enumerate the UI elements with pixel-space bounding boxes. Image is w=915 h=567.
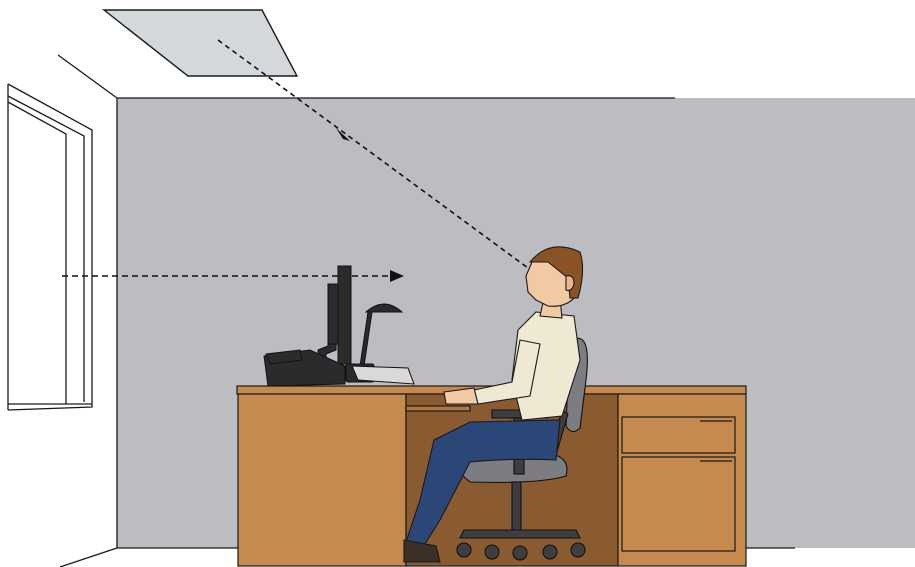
monitor-screen <box>338 266 351 364</box>
ceiling-light-icon <box>104 10 297 76</box>
caster <box>513 546 527 560</box>
caster <box>457 543 471 557</box>
ceiling-corner-edge <box>58 55 117 98</box>
monitor-back <box>328 284 338 344</box>
person-ear <box>566 276 574 291</box>
window-sash <box>8 102 66 404</box>
keyboard-tray <box>406 406 470 411</box>
floor-corner-edge <box>60 548 117 567</box>
chair-base <box>460 530 580 538</box>
desk-left-pedestal <box>238 394 406 566</box>
window-icon <box>8 84 92 410</box>
caster <box>543 545 557 559</box>
window-inner-frame <box>8 96 84 402</box>
caster <box>571 543 585 557</box>
chair-column <box>512 482 521 530</box>
caster <box>485 545 499 559</box>
desk-top-drawer <box>622 417 735 453</box>
desk-file-drawer <box>622 457 735 551</box>
